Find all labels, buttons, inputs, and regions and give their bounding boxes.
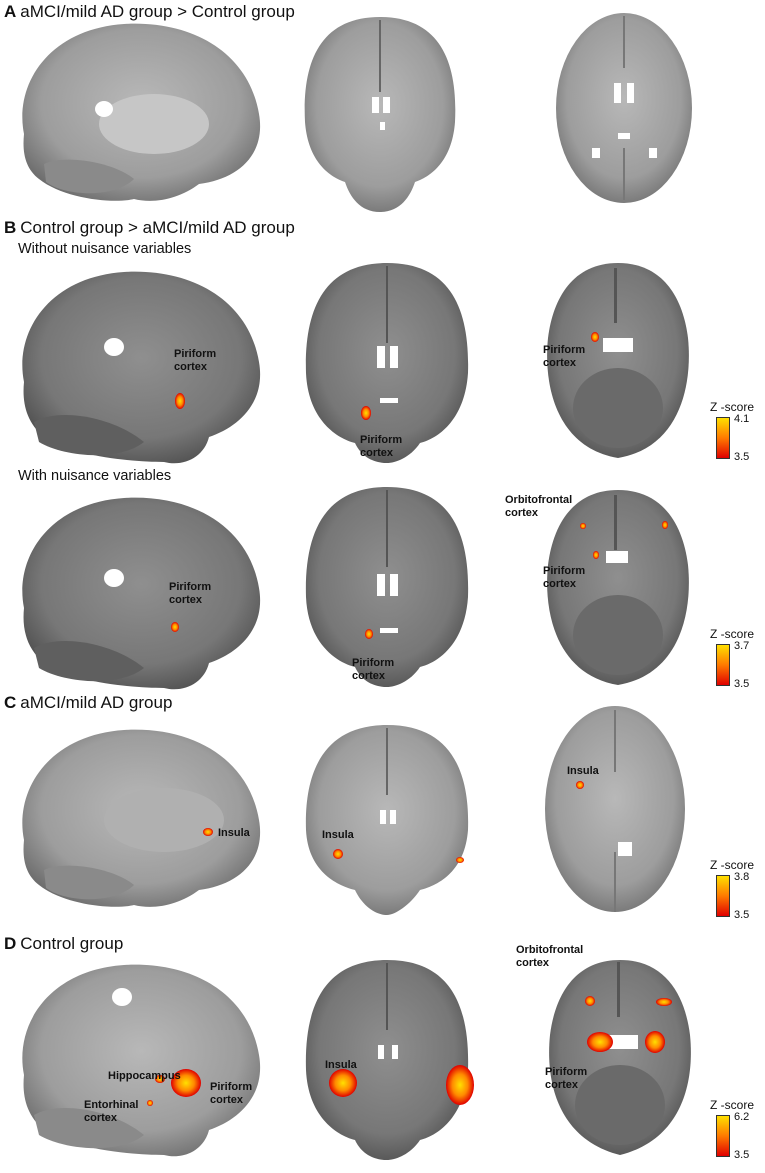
axial-slice-d: Orbitofrontal cortex Piriform cortex xyxy=(516,944,691,1155)
label-piriform-b2-cor-2: cortex xyxy=(352,670,386,682)
label-piriform-d-ax-2: cortex xyxy=(545,1079,579,1091)
colorbar-d-min: 3.5 xyxy=(734,1149,750,1161)
label-insula-c-ax: Insula xyxy=(567,765,600,777)
colorbar-d-max: 6.2 xyxy=(734,1111,750,1123)
sagittal-slice-c: Insula xyxy=(22,729,261,907)
colorbar-c-max: 3.8 xyxy=(734,871,750,883)
label-piriform-b2-sag-2: cortex xyxy=(169,594,203,606)
label-insula-d: Insula xyxy=(325,1059,358,1071)
label-entorhinal-d-2: cortex xyxy=(84,1112,118,1124)
label-piriform-b2-sag-1: Piriform xyxy=(169,581,211,593)
colorbar-b1-max: 4.1 xyxy=(734,413,750,425)
axial-slice-c: Insula xyxy=(545,706,685,912)
sagittal-slice-d: Hippocampus Piriform cortex Entorhinal c… xyxy=(22,964,261,1157)
section-d-letter: D xyxy=(4,934,17,953)
subheading-without-nuisance: Without nuisance variables xyxy=(18,241,192,257)
label-piriform-d-sag-1: Piriform xyxy=(210,1081,252,1093)
colorbar-b1-title: Z -score xyxy=(710,400,755,414)
label-insula-c-sag: Insula xyxy=(218,827,251,839)
label-piriform-b2-ax-1: Piriform xyxy=(543,565,585,577)
sagittal-slice-b2: Piriform cortex xyxy=(22,497,261,690)
section-b-letter: B xyxy=(4,218,17,237)
sagittal-slice-a xyxy=(22,23,261,201)
label-piriform-b1-sag-1: Piriform xyxy=(174,348,216,360)
coronal-slice-c: Insula xyxy=(305,725,469,915)
label-piriform-b1-cor-2: cortex xyxy=(360,447,394,459)
sagittal-slice-b1: Piriform cortex xyxy=(22,271,261,464)
label-piriform-b1-ax-1: Piriform xyxy=(543,344,585,356)
colorbar-b2-title: Z -score xyxy=(710,627,755,641)
colorbar-b1-min: 3.5 xyxy=(734,451,750,463)
section-a-letter: A xyxy=(4,2,17,21)
label-piriform-b2-cor-1: Piriform xyxy=(352,657,394,669)
subheading-with-nuisance: With nuisance variables xyxy=(18,468,172,484)
label-orbitofrontal-d-2: cortex xyxy=(516,957,550,969)
coronal-slice-a xyxy=(304,17,456,212)
axial-slice-a xyxy=(556,13,692,203)
label-piriform-b1-cor-1: Piriform xyxy=(360,434,402,446)
colorbar-c-gradient xyxy=(716,875,730,917)
label-orbitofrontal-d-1: Orbitofrontal xyxy=(516,944,583,956)
colorbar-d-title: Z -score xyxy=(710,1098,755,1112)
colorbar-c: Z -score 3.8 3.5 xyxy=(710,858,765,938)
section-c-title: aMCI/mild AD group xyxy=(20,693,173,712)
colorbar-d-gradient xyxy=(716,1115,730,1157)
colorbar-c-title: Z -score xyxy=(710,858,755,872)
colorbar-d: Z -score 6.2 3.5 xyxy=(710,1098,765,1173)
label-piriform-d-ax-1: Piriform xyxy=(545,1066,587,1078)
colorbar-b2: Z -score 3.7 3.5 xyxy=(710,627,765,707)
colorbar-b1: Z -score 4.1 3.5 xyxy=(710,400,765,480)
axial-slice-b1: Piriform cortex xyxy=(543,263,689,458)
label-entorhinal-d-1: Entorhinal xyxy=(84,1099,138,1111)
colorbar-b2-min: 3.5 xyxy=(734,678,750,690)
section-b-title: Control group > aMCI/mild AD group xyxy=(20,218,295,237)
label-piriform-b1-sag-2: cortex xyxy=(174,361,208,373)
coronal-slice-b1: Piriform cortex xyxy=(305,263,469,463)
colorbar-c-min: 3.5 xyxy=(734,909,750,921)
label-hippocampus-d: Hippocampus xyxy=(108,1070,181,1082)
label-orbitofrontal-b2-2: cortex xyxy=(505,507,539,519)
label-piriform-b1-ax-2: cortex xyxy=(543,357,577,369)
section-a-title: aMCI/mild AD group > Control group xyxy=(20,2,295,21)
coronal-slice-d: Insula xyxy=(305,960,474,1160)
colorbar-b2-max: 3.7 xyxy=(734,640,750,652)
section-d-title: Control group xyxy=(20,934,124,953)
label-piriform-d-sag-2: cortex xyxy=(210,1094,244,1106)
label-orbitofrontal-b2-1: Orbitofrontal xyxy=(505,494,572,506)
section-c-letter: C xyxy=(4,693,17,712)
colorbar-b2-gradient xyxy=(716,644,730,686)
coronal-slice-b2: Piriform cortex xyxy=(305,487,469,687)
label-piriform-b2-ax-2: cortex xyxy=(543,578,577,590)
colorbar-b1-gradient xyxy=(716,417,730,459)
axial-slice-b2: Orbitofrontal cortex Piriform cortex xyxy=(505,490,689,685)
label-insula-c-cor: Insula xyxy=(322,829,355,841)
